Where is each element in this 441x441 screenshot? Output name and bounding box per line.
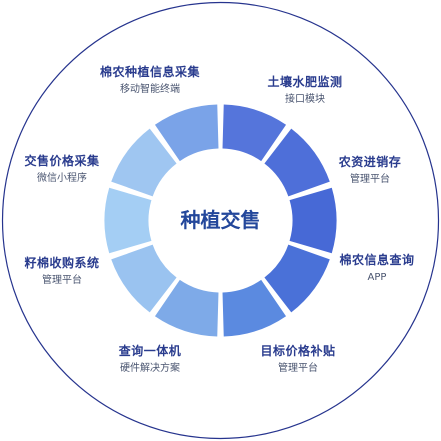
module-subtitle: 移动智能终端: [120, 84, 180, 96]
center-title: 种植交售: [180, 208, 261, 232]
module-label-cotton-purchase: 籽棉收购系统 管理平台: [0, 256, 127, 287]
module-subtitle: 接口模块: [285, 94, 325, 106]
module-title: 籽棉收购系统: [24, 256, 100, 270]
module-title: 交售价格采集: [24, 154, 100, 168]
ring-segment: [264, 128, 330, 197]
module-label-farmer-query: 棉农信息查询 APP: [312, 253, 441, 284]
module-label-planting-info: 棉农种植信息采集 移动智能终端: [85, 65, 215, 96]
module-subtitle: 管理平台: [278, 363, 318, 375]
module-subtitle: 硬件解决方案: [120, 363, 180, 375]
ring-segment: [111, 244, 177, 313]
module-title: 查询一体机: [118, 344, 182, 358]
module-subtitle: 管理平台: [350, 174, 390, 186]
ring-segment: [264, 244, 330, 313]
ring-segment: [222, 279, 287, 337]
ring-segment: [222, 104, 287, 162]
ring-segment: [104, 187, 152, 254]
module-label-price-collection: 交售价格采集 微信小程序: [0, 154, 127, 185]
module-subtitle: 管理平台: [42, 275, 82, 287]
segment-ring: [104, 104, 337, 337]
ring-segment: [289, 187, 337, 254]
module-label-query-kiosk: 查询一体机 硬件解决方案: [85, 344, 215, 375]
module-subtitle: 微信小程序: [37, 173, 87, 185]
module-title: 棉农种植信息采集: [99, 65, 200, 79]
module-title: 土壤水肥监测: [267, 75, 343, 89]
module-subtitle: APP: [367, 272, 387, 284]
module-label-soil-monitoring: 土壤水肥监测 接口模块: [240, 75, 370, 106]
ring-segment: [154, 104, 219, 162]
module-label-agri-supplies: 农资进销存 管理平台: [305, 155, 435, 186]
ring-segment: [154, 279, 219, 337]
module-title: 棉农信息查询: [339, 253, 415, 267]
ring-segment: [111, 128, 177, 197]
module-title: 农资进销存: [338, 155, 402, 169]
module-label-price-subsidy: 目标价格补贴 管理平台: [233, 344, 363, 375]
module-title: 目标价格补贴: [260, 344, 336, 358]
